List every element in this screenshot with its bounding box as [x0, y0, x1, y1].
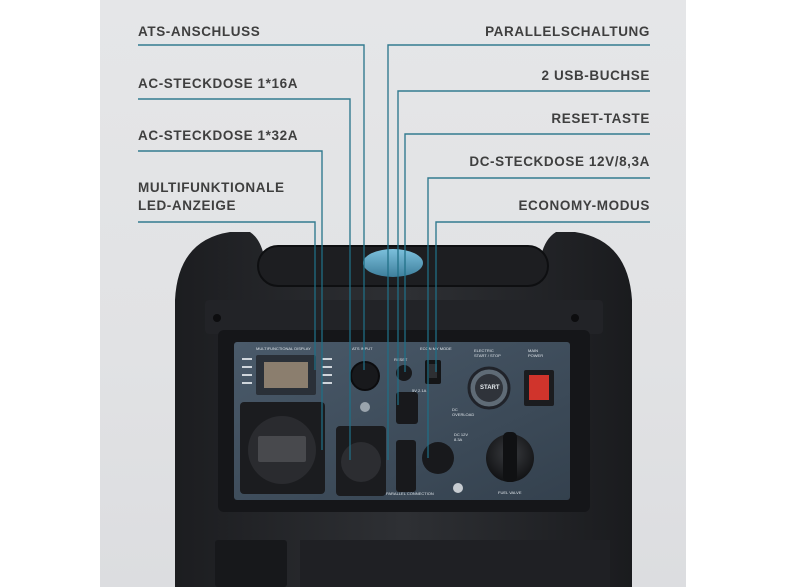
ats-input-port [350, 361, 380, 391]
panel-label-dc-overload: DC OVERLOAD [452, 407, 475, 417]
panel-label-reset: RESET [394, 357, 408, 362]
right-margin [686, 0, 786, 587]
panel-label-usb: 5V 2.1A [412, 388, 427, 393]
usb-ports [396, 392, 418, 424]
line-parallel [387, 44, 650, 460]
parallel-connection-ports [396, 440, 416, 492]
handle-cap [363, 249, 423, 277]
callout-reset: RESET-TASTE [551, 111, 650, 126]
line-ac32 [138, 150, 323, 450]
callout-usb: 2 USB-BUCHSE [541, 68, 650, 83]
panel-label-display: MULTIFUNCTIONAL DISPLAY [256, 346, 311, 351]
callout-display-2: LED-ANZEIGE [138, 198, 237, 213]
left-margin [0, 0, 100, 587]
callout-eco: ECONOMY-MODUS [518, 198, 650, 213]
callout-dc: DC-STECKDOSE 12V/8,3A [469, 154, 650, 169]
callout-parallel: PARALLELSCHALTUNG [485, 24, 650, 39]
callout-ac16: AC-STECKDOSE 1*16A [138, 76, 299, 91]
panel-label-fuel: FUEL VALVE [498, 490, 522, 495]
callout-ats: ATS-ANSCHLUSS [138, 24, 261, 39]
line-ats [138, 44, 365, 370]
dc-socket [422, 442, 454, 474]
start-button-label: START [480, 385, 500, 391]
callout-display-1: MULTIFUNKTIONALE [138, 180, 285, 195]
panel-label-dc: DC 12V 8.3A [454, 432, 469, 442]
line-display [138, 221, 316, 370]
panel-label-ats: ATS INPUT [352, 346, 373, 351]
callout-ac32: AC-STECKDOSE 1*32A [138, 128, 299, 143]
line-usb [397, 90, 650, 405]
panel-label-parallel: PARALLEL CONNECTION [386, 491, 434, 496]
line-reset [404, 133, 650, 372]
panel-label-start: ELECTRIC START / STOP [474, 348, 501, 358]
line-dc [427, 177, 650, 458]
line-eco [435, 221, 650, 372]
reset-button [396, 365, 412, 381]
panel-label-main-power: MAIN POWER [528, 348, 544, 358]
line-ac16 [138, 98, 351, 460]
